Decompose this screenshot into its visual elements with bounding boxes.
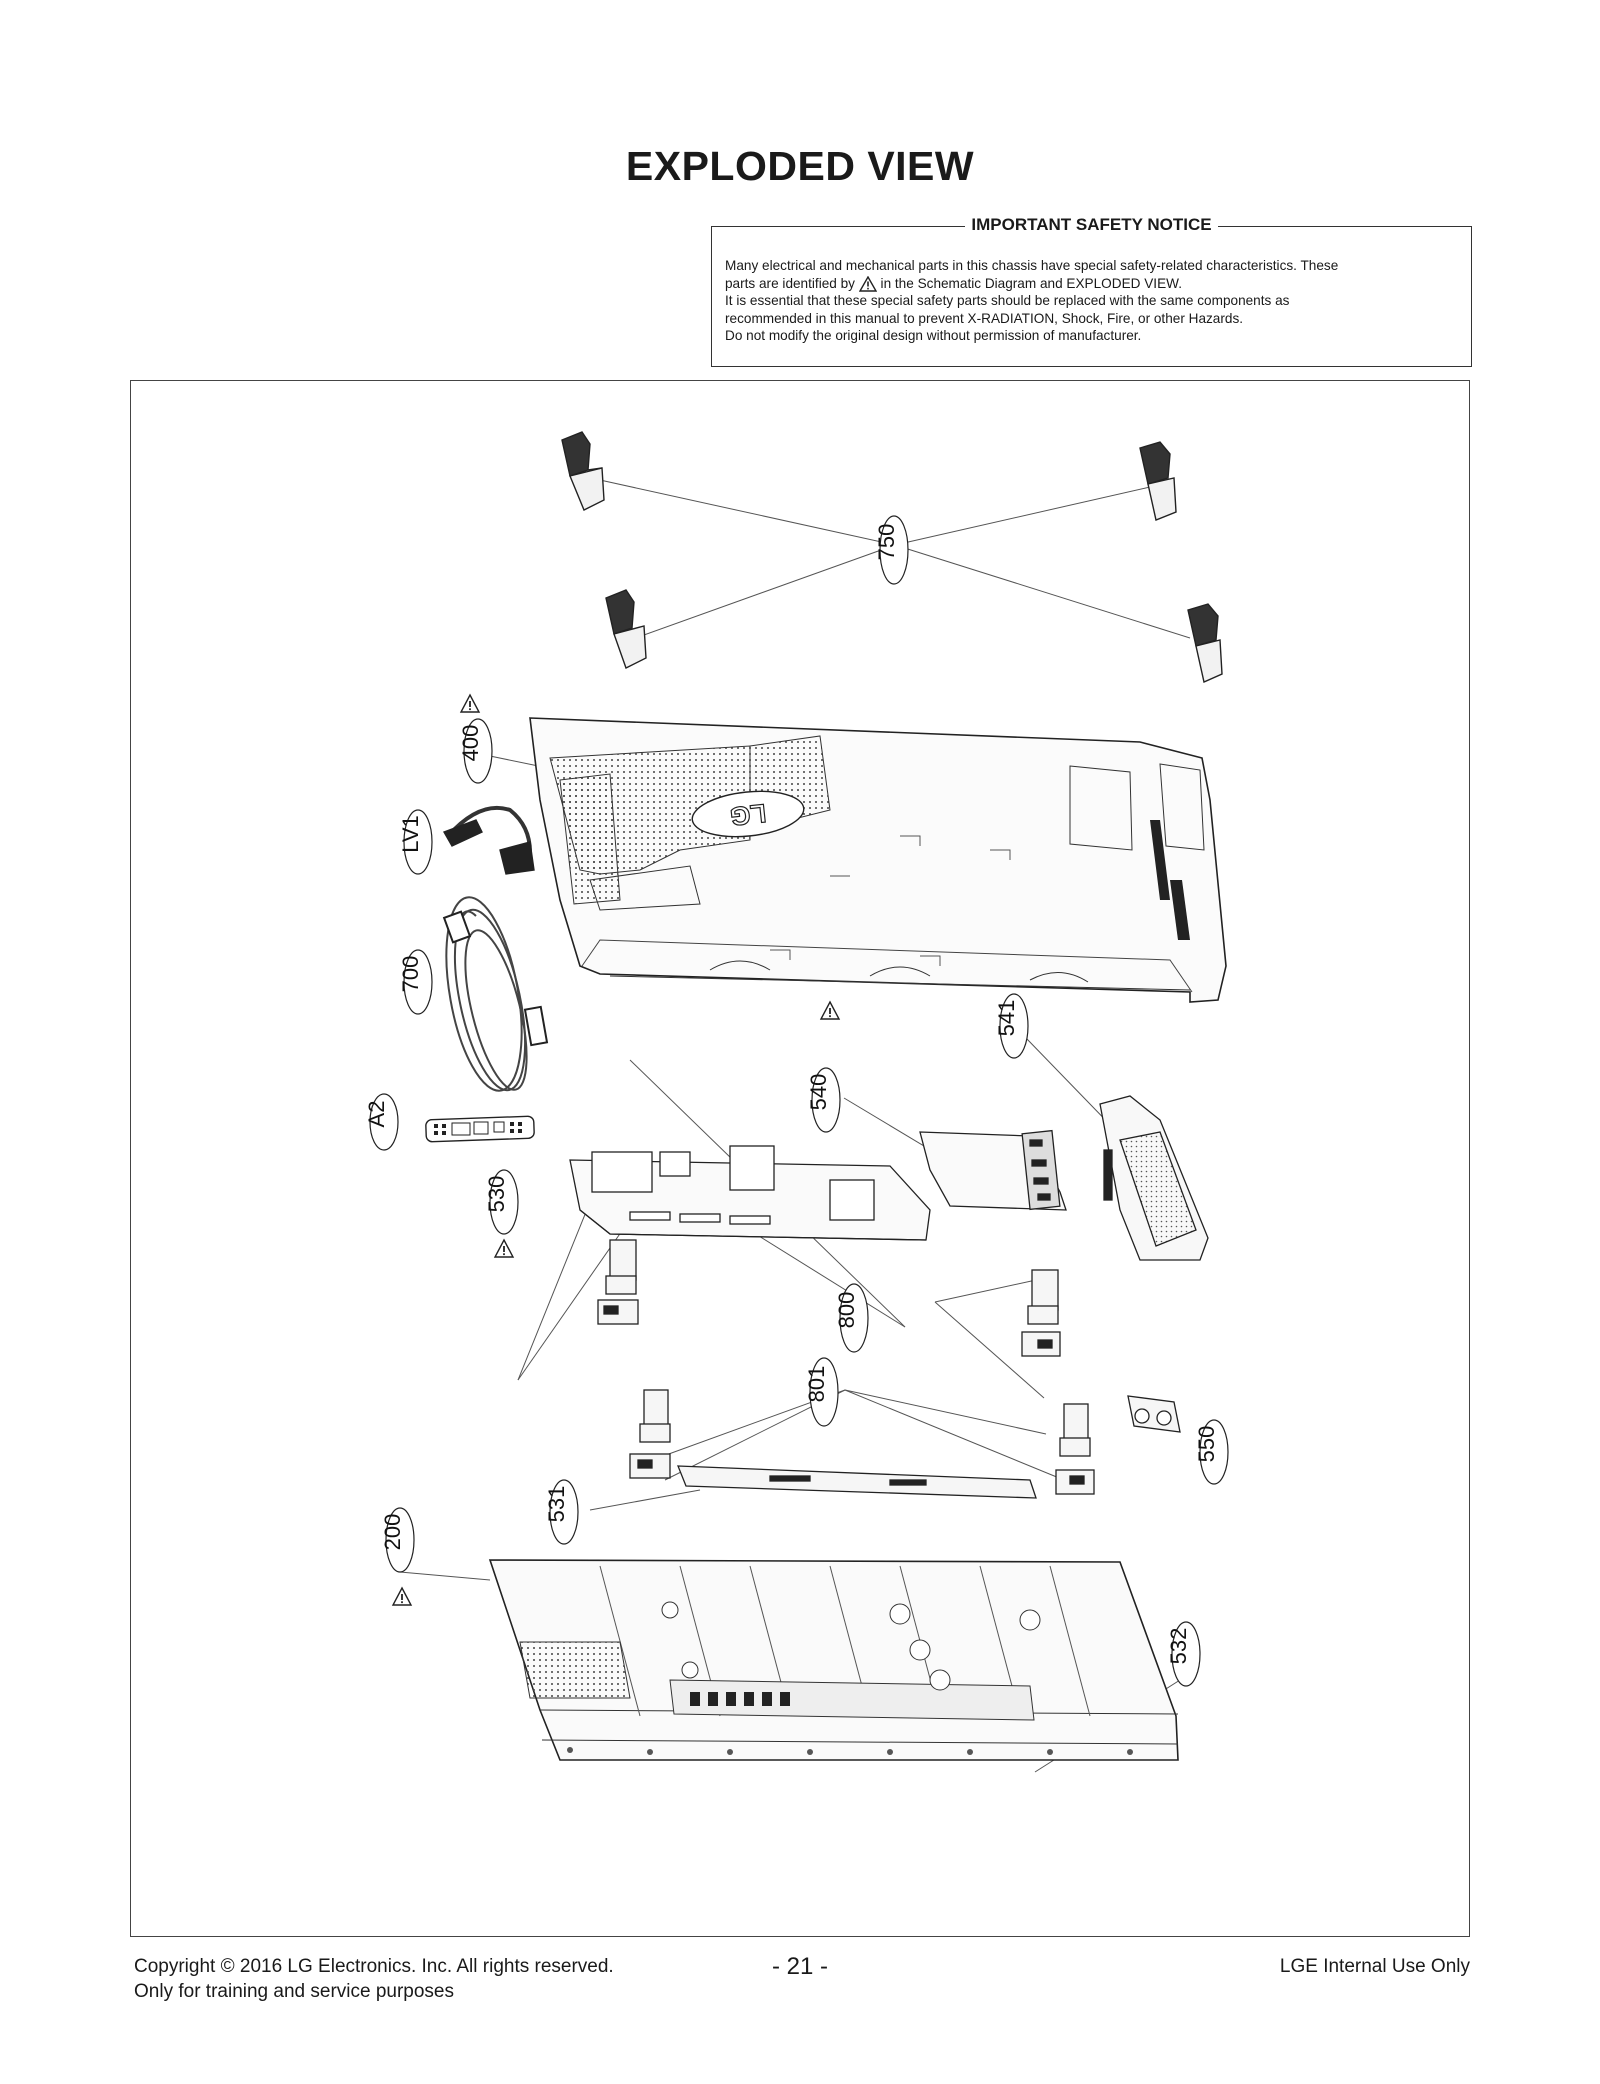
board-shield-part	[1099, 1095, 1209, 1261]
callout-lv1: LV1	[398, 809, 433, 875]
svg-text:550: 550	[1194, 1426, 1219, 1463]
display-module-part	[488, 1559, 1179, 1761]
svg-text:532: 532	[1166, 1628, 1191, 1665]
svg-text:800: 800	[834, 1292, 859, 1329]
speaker-part	[597, 1239, 1095, 1495]
callout-400: 400	[458, 718, 493, 784]
callout-a2: A2	[364, 1093, 399, 1151]
callout-200: 200	[380, 1507, 415, 1573]
copyright-text: Copyright © 2016 LG Electronics. Inc. Al…	[134, 1956, 614, 1977]
callout-532: 532	[1166, 1621, 1201, 1687]
exploded-view-diagram: LG	[364, 431, 1229, 1773]
callout-801: 801	[804, 1357, 839, 1427]
svg-text:530: 530	[484, 1176, 509, 1213]
notice-line-2-before: parts are identified by	[725, 275, 855, 291]
warning-triangle-icon	[858, 275, 877, 292]
frame-bar-part	[677, 1465, 1037, 1499]
svg-text:541: 541	[994, 1000, 1019, 1037]
safety-notice-title: IMPORTANT SAFETY NOTICE	[965, 215, 1218, 234]
svg-text:200: 200	[380, 1514, 405, 1551]
notice-line-2: parts are identified by in the Schematic…	[725, 275, 1458, 293]
internal-use-text: LGE Internal Use Only	[1279, 1956, 1470, 1977]
notice-line-2-after: in the Schematic Diagram and EXPLODED VI…	[880, 275, 1182, 291]
training-text: Only for training and service purposes	[134, 1981, 454, 2002]
notice-line-1: Many electrical and mechanical parts in …	[725, 258, 1339, 273]
callout-540: 540	[806, 1067, 841, 1133]
lvds-cable-part	[442, 805, 535, 875]
safety-notice-body: Many electrical and mechanical parts in …	[725, 257, 1458, 345]
safety-notice-title-wrap: IMPORTANT SAFETY NOTICE	[712, 215, 1471, 235]
callout-541: 541	[994, 993, 1029, 1059]
callout-800: 800	[834, 1283, 869, 1353]
callout-700: 700	[398, 949, 433, 1015]
power-cord-part	[442, 896, 549, 1092]
remote-control-part	[425, 1115, 535, 1143]
main-board-part	[919, 1129, 1067, 1211]
svg-text:400: 400	[458, 725, 483, 762]
diagram-frame	[130, 380, 1470, 1937]
svg-text:LV1: LV1	[398, 815, 423, 853]
back-cover-part: LG	[529, 717, 1227, 1003]
notice-line-4: recommended in this manual to prevent X-…	[725, 310, 1244, 326]
footer-left: Copyright © 2016 LG Electronics. Inc. Al…	[134, 1954, 614, 2004]
svg-text:700: 700	[398, 956, 423, 993]
callout-530: 530	[484, 1169, 519, 1235]
callout-531: 531	[544, 1479, 579, 1545]
svg-text:750: 750	[874, 524, 899, 561]
page-title: EXPLODED VIEW	[625, 143, 975, 189]
lg-logo: LG	[729, 798, 768, 832]
notice-line-5: Do not modify the original design withou…	[725, 328, 1142, 343]
svg-text:A2: A2	[364, 1101, 389, 1128]
svg-text:540: 540	[806, 1074, 831, 1111]
ac-inlet-part	[1127, 1395, 1181, 1433]
callout-750: 750	[874, 515, 909, 585]
notice-line-3: It is essential that these special safet…	[725, 293, 1290, 308]
safety-notice-box: IMPORTANT SAFETY NOTICE Many electrical …	[711, 215, 1472, 367]
callout-550: 550	[1194, 1419, 1229, 1485]
page-number: - 21 -	[771, 1953, 828, 1980]
power-board-part	[569, 1145, 931, 1241]
svg-text:801: 801	[804, 1366, 829, 1403]
stand-foot-part	[561, 431, 1223, 683]
svg-text:531: 531	[544, 1486, 569, 1523]
